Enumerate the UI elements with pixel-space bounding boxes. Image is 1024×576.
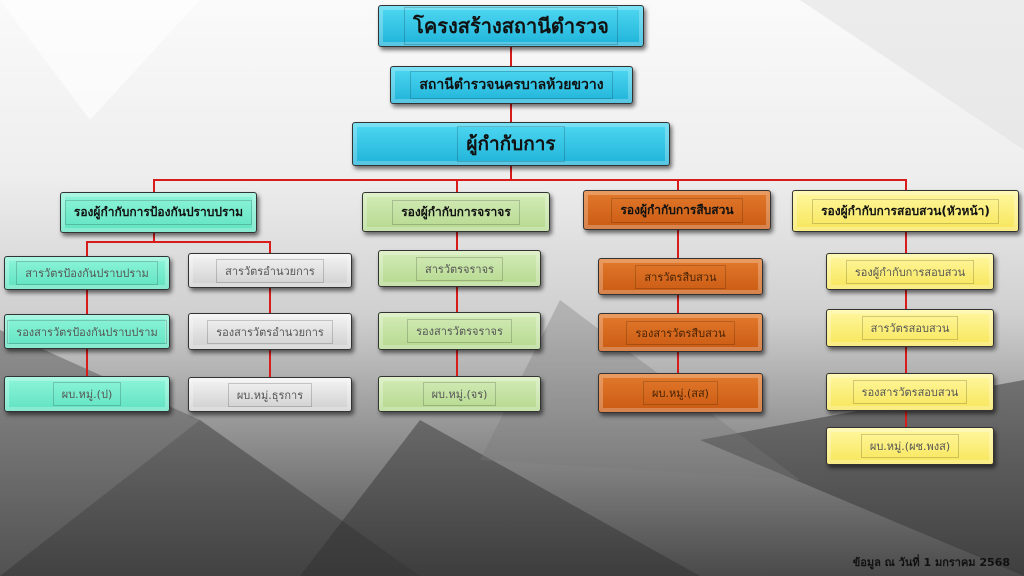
position-box: ผบ.หมู่.(สส) (598, 373, 763, 413)
connector-line (153, 179, 906, 181)
position-box: ผบ.หมู่.ธุรการ (188, 377, 352, 412)
data-date-note: ข้อมูล ณ วันที่ 1 มกราคม 2568 (852, 556, 1010, 569)
position-box: สารวัตรสอบสวน (826, 309, 994, 347)
box-label: ผบ.หมู่.(จร) (422, 382, 497, 406)
position-box: รองสารวัตรสืบสวน (598, 313, 763, 352)
superintendent-text: ผู้กำกับการ (457, 126, 565, 162)
connector-line (677, 179, 679, 190)
deputy-traffic-box: รองผู้กำกับการจราจร (362, 192, 550, 232)
superintendent-box: ผู้กำกับการ (352, 122, 670, 166)
box-label: สารวัตรป้องกันปราบปราม (16, 261, 158, 285)
position-box: รองสารวัตรสอบสวน (826, 373, 994, 411)
box-label: รองผู้กำกับการจราจร (392, 199, 520, 225)
box-label: สารวัตรสอบสวน (861, 316, 959, 340)
position-box: รองสารวัตรจราจร (378, 312, 541, 350)
connector-line (510, 166, 512, 180)
box-label: รองผู้กำกับการสอบสวน(หัวหน้า) (812, 198, 999, 224)
box-label: ผบ.หมู่.(สส) (643, 381, 718, 405)
position-box: สารวัตรอำนวยการ (188, 253, 352, 288)
box-label: ผบ.หมู่.ธุรการ (227, 382, 313, 407)
position-box: ผบ.หมู่.(ป) (4, 376, 170, 412)
connector-line (456, 179, 458, 192)
position-box: สารวัตรจราจร (378, 250, 541, 287)
box-label: สารวัตรจราจร (416, 256, 503, 281)
connector-line (153, 179, 155, 192)
box-label: รองสารวัตรอำนวยการ (207, 319, 333, 344)
deputy-prevention-box: รองผู้กำกับการป้องกันปราบปราม (60, 192, 257, 233)
box-label: สารวัตรอำนวยการ (216, 258, 324, 283)
position-box: ผบ.หมู่.(จร) (378, 376, 541, 412)
box-label: รองสารวัตรป้องกันปราบปราม (7, 319, 167, 344)
box-label: รองผู้กำกับการป้องกันปราบปราม (64, 200, 253, 225)
connector-line (86, 241, 271, 243)
chart-title-text: โครงสร้างสถานีตำรวจ (404, 7, 618, 45)
position-box: รองสารวัตรอำนวยการ (188, 313, 352, 350)
box-label: รองสารวัตรสืบสวน (626, 320, 735, 345)
box-label: ผบ.หมู่.(ผช.พงส) (860, 434, 960, 458)
connector-line (153, 233, 155, 242)
connector-line (677, 230, 679, 390)
position-box: รองสารวัตรป้องกันปราบปราม (4, 314, 170, 349)
deputy-inquiry-box: รองผู้กำกับการสอบสวน(หัวหน้า) (792, 190, 1019, 232)
connector-line (905, 179, 907, 190)
position-box: สารวัตรสืบสวน (598, 258, 763, 295)
station-box: สถานีตำรวจนครบาลห้วยขวาง (390, 66, 633, 104)
chart-title: โครงสร้างสถานีตำรวจ (378, 5, 644, 47)
position-box: รองผู้กำกับการสอบสวน (826, 253, 994, 290)
box-label: สารวัตรสืบสวน (635, 264, 726, 289)
box-label: รองสารวัตรจราจร (407, 319, 512, 343)
box-label: รองผู้กำกับการสอบสวน (845, 259, 975, 284)
position-box: ผบ.หมู่.(ผช.พงส) (826, 427, 994, 465)
box-label: รองสารวัตรสอบสวน (852, 380, 968, 404)
box-label: รองผู้กำกับการสืบสวน (611, 197, 743, 223)
station-text: สถานีตำรวจนครบาลห้วยขวาง (410, 71, 613, 99)
position-box: สารวัตรป้องกันปราบปราม (4, 256, 170, 290)
deputy-investigation-box: รองผู้กำกับการสืบสวน (583, 190, 771, 230)
box-label: ผบ.หมู่.(ป) (52, 382, 122, 406)
